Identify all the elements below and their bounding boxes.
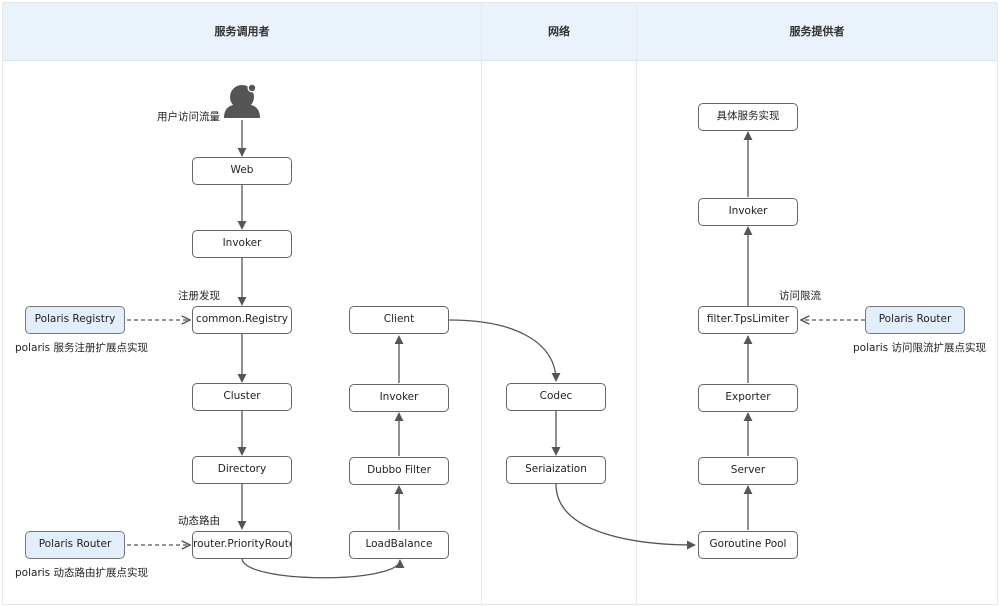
node-polaris-router-right: Polaris Router: [865, 306, 965, 334]
label-rate-limit-ext: polaris 访问限流扩展点实现: [853, 342, 986, 354]
node-codec: Codec: [506, 383, 606, 411]
label-routing-ext: polaris 动态路由扩展点实现: [15, 567, 148, 579]
label-registry-ext: polaris 服务注册扩展点实现: [15, 342, 148, 354]
node-priority-router: router.PriorityRouter: [192, 531, 292, 559]
lane-divider-network: [481, 2, 482, 605]
lane-title-provider: 服务提供者: [789, 25, 845, 38]
node-client: Client: [349, 306, 449, 334]
node-polaris-router-left: Polaris Router: [25, 531, 125, 559]
node-common-registry: common.Registry: [192, 306, 292, 334]
node-service-impl: 具体服务实现: [698, 103, 798, 131]
lane-title-consumer: 服务调用者: [214, 25, 270, 38]
label-rate-limit: 访问限流: [779, 290, 821, 302]
node-consumer-invoker: Invoker: [192, 230, 292, 258]
node-load-balance: LoadBalance: [349, 531, 449, 559]
node-polaris-registry: Polaris Registry: [25, 306, 125, 334]
node-server: Server: [698, 457, 798, 485]
node-goroutine-pool: Goroutine Pool: [698, 531, 798, 559]
lane-title-network: 网络: [548, 25, 570, 38]
node-tps-limiter: filter.TpsLimiter: [698, 306, 798, 334]
node-web: Web: [192, 157, 292, 185]
node-client-invoker: Invoker: [349, 384, 449, 412]
node-dubbo-filter: Dubbo Filter: [349, 457, 449, 485]
node-exporter: Exporter: [698, 384, 798, 412]
edge-router-loadbalance: [241, 557, 405, 579]
node-provider-invoker: Invoker: [698, 198, 798, 226]
label-registry-discovery: 注册发现: [178, 290, 220, 302]
edge-serialization-pool: [555, 483, 696, 550]
user-icon: [224, 83, 260, 118]
node-cluster: Cluster: [192, 383, 292, 411]
label-user-traffic: 用户访问流量: [157, 111, 220, 123]
node-directory: Directory: [192, 456, 292, 484]
lane-header-bar: [3, 3, 997, 61]
lane-divider-provider: [636, 2, 637, 605]
node-serialization: Seriaization: [506, 456, 606, 484]
edge-client-codec: [448, 319, 561, 382]
label-dynamic-routing: 动态路由: [178, 515, 220, 527]
